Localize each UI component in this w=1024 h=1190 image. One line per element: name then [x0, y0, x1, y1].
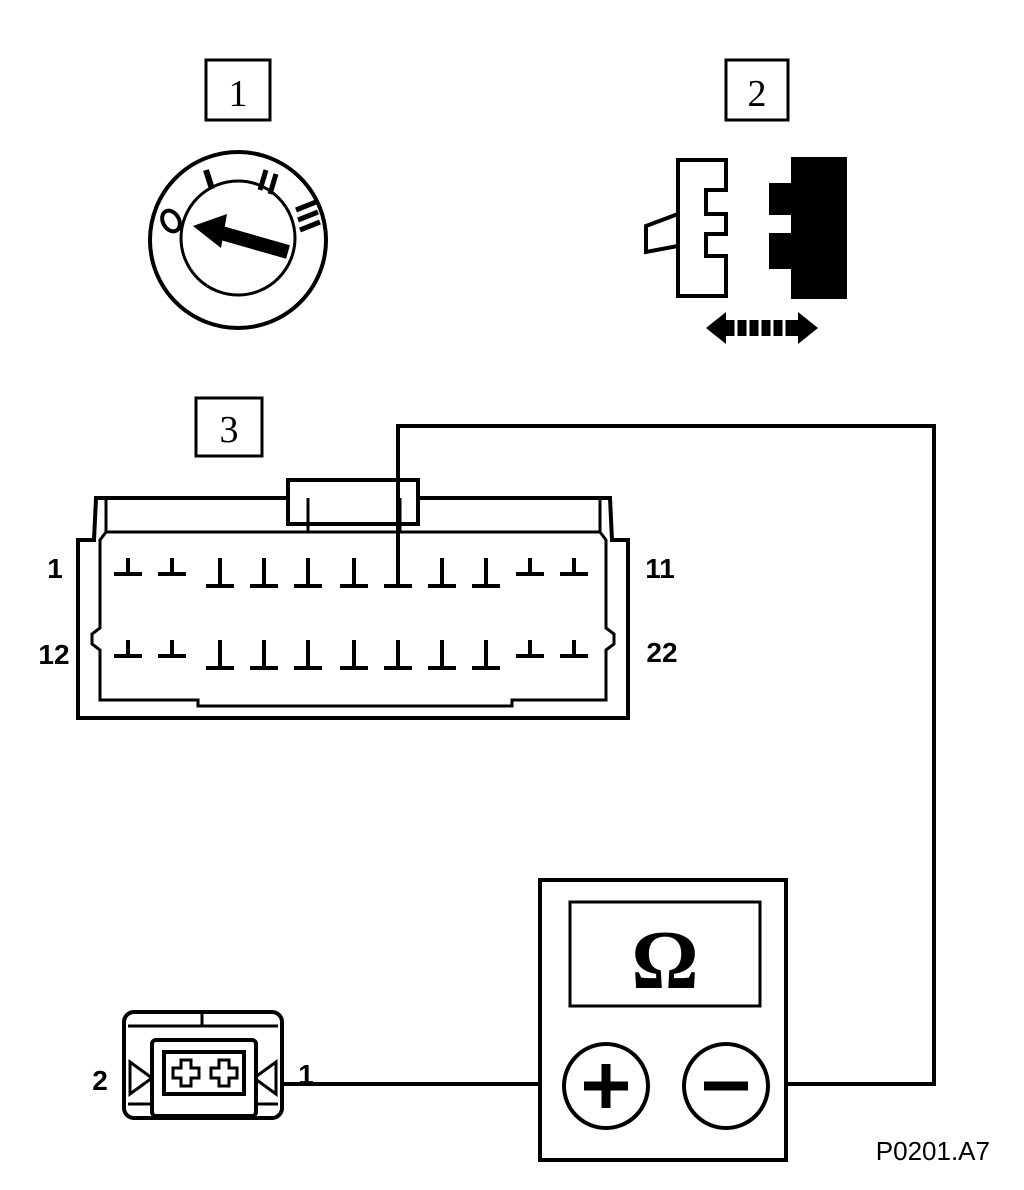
callout-1: 1 — [204, 58, 272, 122]
sensor-terminal-1-icon — [209, 1058, 239, 1088]
key-arrow-icon — [193, 214, 290, 259]
double-arrow-icon — [706, 312, 818, 344]
sensor-connector: 2 1 — [92, 1010, 314, 1120]
callout-2: 2 — [724, 58, 790, 122]
pin-label-11: 11 — [645, 553, 675, 584]
connector-unlock-illustration — [644, 157, 847, 344]
pin-label-12: 12 — [38, 639, 69, 670]
ignition-switch — [148, 150, 328, 330]
callout-3: 3 — [194, 396, 264, 458]
terminal-row-top — [114, 558, 588, 588]
terminal-row-bottom — [114, 640, 588, 670]
lock-lever-icon — [644, 211, 680, 255]
position-II-mark — [257, 169, 279, 195]
ohm-symbol: Ω — [631, 914, 698, 1007]
pin-label-1: 1 — [47, 553, 63, 584]
position-0-mark — [160, 208, 182, 234]
connector-22-way: 1 11 12 22 — [38, 478, 678, 720]
position-III-mark — [295, 199, 321, 233]
wires — [264, 424, 936, 1086]
pin-label-22: 22 — [646, 637, 677, 668]
callout-1-label: 1 — [229, 73, 248, 115]
ohmmeter: Ω — [538, 878, 788, 1162]
plus-icon — [584, 1064, 628, 1108]
positive-terminal — [562, 1042, 650, 1130]
ohmmeter-display — [568, 900, 762, 1008]
connector-half-left — [676, 158, 728, 298]
position-I-mark — [203, 169, 215, 190]
callout-2-label: 2 — [748, 73, 767, 115]
negative-terminal — [682, 1042, 770, 1130]
sensor-pin-label-2: 2 — [92, 1065, 108, 1096]
sensor-terminal-2-icon — [171, 1058, 201, 1088]
connector-half-right — [769, 157, 847, 299]
figure-reference: P0201.A7 — [876, 1136, 990, 1166]
wire-negative — [396, 424, 936, 1086]
sensor-pin-label-1: 1 — [298, 1059, 314, 1090]
callout-3-label: 3 — [220, 409, 239, 451]
